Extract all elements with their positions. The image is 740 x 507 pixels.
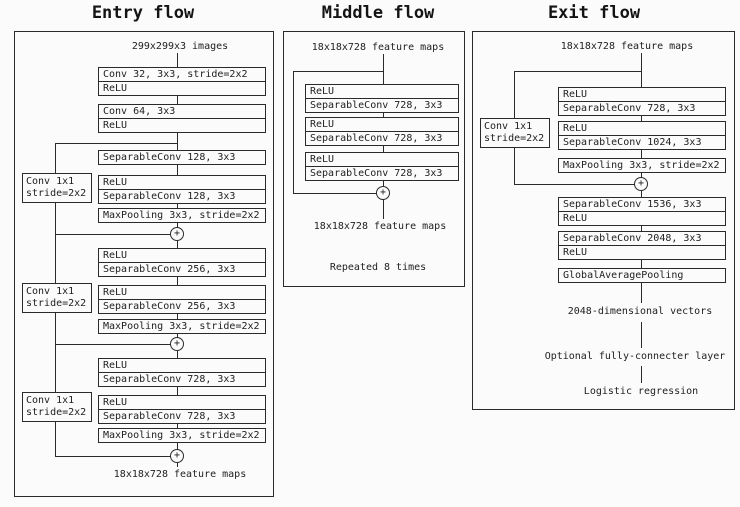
layer-label: ReLU — [103, 287, 128, 298]
middle-flow-frame — [283, 31, 465, 287]
exit-merge-line — [514, 184, 641, 185]
layer-label: ReLU — [559, 245, 725, 259]
layer-label: ReLU — [103, 250, 128, 261]
layer-label: SeparableConv 256, 3x3 — [99, 299, 265, 313]
add-icon: + — [634, 177, 648, 191]
layer-label: Conv 1x1 — [26, 176, 75, 187]
add-icon: + — [170, 227, 184, 241]
entry-flow-frame — [14, 31, 274, 497]
entry-merge-line-3 — [55, 456, 177, 457]
entry-block-maxpool-1: MaxPooling 3x3, stride=2x2 — [98, 208, 266, 223]
layer-label: Conv 1x1 — [26, 395, 75, 406]
layer-label: ReLU — [310, 154, 335, 165]
layer-label: ReLU — [563, 123, 588, 134]
entry-block-relu-sepconv728-b: ReLU SeparableConv 728, 3x3 — [98, 395, 266, 424]
exit-branch-line — [514, 71, 641, 72]
exit-input-caption: 18x18x728 feature maps — [558, 41, 696, 53]
add-icon: + — [376, 186, 390, 200]
exit-flow-frame — [472, 31, 735, 410]
entry-block-relu-sepconv128: ReLU SeparableConv 128, 3x3 — [98, 175, 266, 204]
layer-label: SeparableConv 1024, 3x3 — [559, 135, 725, 149]
middle-block-relu-sepconv728-a: ReLU SeparableConv 728, 3x3 — [305, 84, 459, 113]
middle-repeat-note: Repeated 8 times — [327, 262, 429, 274]
layer-label: SeparableConv 728, 3x3 — [306, 166, 458, 180]
layer-label: Conv 64, 3x3 — [103, 106, 176, 117]
exit-block-relu-sepconv1024: ReLU SeparableConv 1024, 3x3 — [558, 121, 726, 150]
layer-label: SeparableConv 728, 3x3 — [306, 98, 458, 112]
add-icon: + — [170, 449, 184, 463]
exit-block-global-average-pooling: GlobalAveragePooling — [558, 268, 726, 283]
exit-block-relu-sepconv728: ReLU SeparableConv 728, 3x3 — [558, 87, 726, 116]
layer-label: MaxPooling 3x3, stride=2x2 — [563, 160, 720, 171]
layer-label: ReLU — [99, 81, 265, 95]
layer-label: Conv 32, 3x3, stride=2x2 — [103, 69, 248, 80]
layer-label: MaxPooling 3x3, stride=2x2 — [103, 210, 260, 221]
exit-connector-line-1 — [641, 322, 642, 348]
layer-label: SeparableConv 1536, 3x3 — [563, 199, 702, 210]
layer-label: ReLU — [559, 211, 725, 225]
middle-shortcut-rail-line — [293, 71, 294, 193]
layer-label: SeparableConv 728, 3x3 — [99, 372, 265, 386]
add-icon: + — [170, 337, 184, 351]
exit-vectors-caption: 2048-dimensional vectors — [565, 306, 715, 318]
layer-label: Conv 1x1 — [26, 286, 75, 297]
exit-shortcut-conv1x1: Conv 1x1 stride=2x2 — [480, 118, 550, 148]
middle-block-relu-sepconv728-c: ReLU SeparableConv 728, 3x3 — [305, 152, 459, 181]
exit-flow-title: Exit flow — [547, 3, 641, 23]
exit-block-sepconv2048: SeparableConv 2048, 3x3 ReLU — [558, 231, 726, 260]
layer-label: MaxPooling 3x3, stride=2x2 — [103, 321, 260, 332]
entry-merge-line-2 — [55, 344, 177, 345]
exit-connector-line-2 — [641, 366, 642, 383]
entry-merge-line-1 — [55, 234, 177, 235]
layer-label: ReLU — [563, 89, 588, 100]
entry-shortcut-conv1x1-b: Conv 1x1 stride=2x2 — [22, 283, 92, 313]
layer-label: stride=2x2 — [26, 407, 87, 418]
entry-block-sepconv128: SeparableConv 128, 3x3 — [98, 150, 266, 165]
layer-label: stride=2x2 — [484, 133, 545, 144]
middle-flow-title: Middle flow — [321, 3, 435, 23]
layer-label: SeparableConv 728, 3x3 — [99, 409, 265, 423]
layer-label: SeparableConv 128, 3x3 — [99, 189, 265, 203]
layer-label: SeparableConv 2048, 3x3 — [563, 233, 702, 244]
entry-block-conv64: Conv 64, 3x3 ReLU — [98, 104, 266, 133]
entry-block-relu-sepconv256-b: ReLU SeparableConv 256, 3x3 — [98, 285, 266, 314]
layer-label: MaxPooling 3x3, stride=2x2 — [103, 430, 260, 441]
exit-fc-caption: Optional fully-connecter layer — [542, 351, 728, 363]
layer-label: stride=2x2 — [26, 298, 87, 309]
layer-label: stride=2x2 — [26, 188, 87, 199]
layer-label: GlobalAveragePooling — [563, 270, 684, 281]
middle-branch-line — [293, 71, 383, 72]
exit-logistic-caption: Logistic regression — [581, 386, 701, 398]
middle-merge-line — [293, 193, 383, 194]
layer-label: SeparableConv 128, 3x3 — [103, 152, 236, 163]
layer-label: ReLU — [103, 397, 128, 408]
layer-label: Conv 1x1 — [484, 121, 533, 132]
entry-block-conv32: Conv 32, 3x3, stride=2x2 ReLU — [98, 67, 266, 96]
entry-block-maxpool-2: MaxPooling 3x3, stride=2x2 — [98, 319, 266, 334]
exit-block-maxpool: MaxPooling 3x3, stride=2x2 — [558, 158, 726, 173]
entry-flow-title: Entry flow — [91, 3, 195, 23]
middle-input-caption: 18x18x728 feature maps — [309, 42, 447, 54]
layer-label: SeparableConv 728, 3x3 — [559, 101, 725, 115]
entry-branch-line-1 — [55, 143, 177, 144]
layer-label: ReLU — [310, 119, 335, 130]
middle-block-relu-sepconv728-b: ReLU SeparableConv 728, 3x3 — [305, 117, 459, 146]
layer-label: SeparableConv 256, 3x3 — [99, 262, 265, 276]
layer-label: ReLU — [103, 360, 128, 371]
layer-label: ReLU — [99, 118, 265, 132]
entry-block-relu-sepconv728-a: ReLU SeparableConv 728, 3x3 — [98, 358, 266, 387]
layer-label: SeparableConv 728, 3x3 — [306, 131, 458, 145]
entry-shortcut-conv1x1-a: Conv 1x1 stride=2x2 — [22, 173, 92, 203]
exit-block-sepconv1536: SeparableConv 1536, 3x3 ReLU — [558, 197, 726, 226]
entry-block-maxpool-3: MaxPooling 3x3, stride=2x2 — [98, 428, 266, 443]
entry-shortcut-conv1x1-c: Conv 1x1 stride=2x2 — [22, 392, 92, 422]
entry-input-caption: 299x299x3 images — [129, 41, 231, 53]
entry-output-caption: 18x18x728 feature maps — [111, 469, 249, 481]
middle-output-caption: 18x18x728 feature maps — [311, 221, 449, 233]
layer-label: ReLU — [310, 86, 335, 97]
entry-block-relu-sepconv256-a: ReLU SeparableConv 256, 3x3 — [98, 248, 266, 277]
layer-label: ReLU — [103, 177, 128, 188]
